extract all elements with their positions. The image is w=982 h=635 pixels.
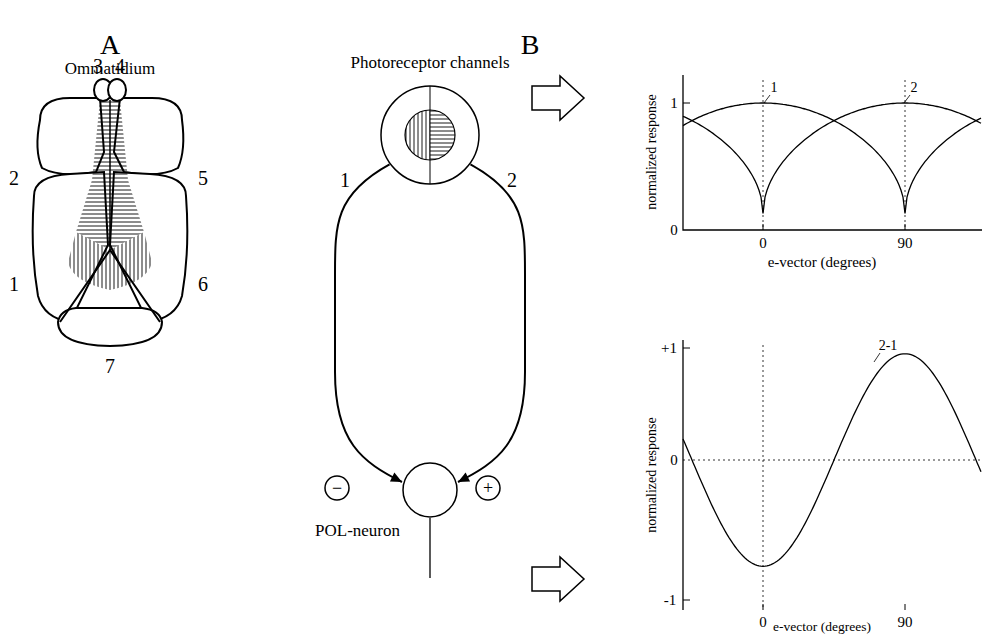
response-curve — [683, 103, 981, 214]
curve-label: 2-1 — [879, 339, 898, 353]
curve-label: 1 — [771, 81, 778, 95]
response-curve — [683, 103, 981, 214]
tick-label: 1 — [670, 96, 678, 111]
tick-label: -1 — [664, 593, 677, 608]
hollow-arrow — [532, 557, 584, 601]
axis-title: normalized response — [645, 417, 659, 532]
tick-label: 90 — [898, 615, 913, 630]
cell-number: 1 — [9, 274, 19, 294]
hollow-arrow — [532, 76, 584, 120]
channel-number: 1 — [340, 170, 350, 190]
sign-symbol: + — [483, 479, 493, 497]
tick-label: 0 — [670, 223, 678, 238]
sign-circle — [476, 476, 500, 500]
pol-neuron-circle: POL-neuron — [402, 462, 458, 518]
axis-title: e-vector (degrees) — [768, 255, 877, 270]
photoreceptor-circle: Photoreceptor channels — [380, 85, 480, 185]
chart-axes — [683, 75, 982, 230]
axis-title: normalized response — [645, 94, 659, 209]
sign-circle — [325, 476, 349, 500]
tick-label: +1 — [661, 341, 677, 356]
response-curve — [683, 354, 981, 567]
ommatidium-cells — [33, 79, 188, 346]
tick-label: 0 — [670, 453, 678, 468]
tick-label: 90 — [898, 236, 913, 251]
node-heading: POL-neuron — [315, 522, 400, 539]
channel-connector — [458, 164, 525, 482]
axis-title: e-vector (degrees) — [773, 620, 871, 634]
cell-number: 6 — [198, 274, 208, 294]
tick-label: 0 — [759, 615, 767, 630]
cell-number: 2 — [9, 168, 19, 188]
cell-number: 5 — [198, 168, 208, 188]
channel-connector — [335, 164, 402, 482]
cell-number: 7 — [105, 356, 115, 376]
neuron-circle — [402, 462, 458, 518]
chart-axes — [683, 340, 982, 610]
channel-circle — [380, 85, 480, 185]
panel-letter: A — [100, 31, 120, 59]
sign-symbol: − — [332, 479, 342, 497]
node-heading: Ommatidium — [65, 60, 156, 77]
node-heading: Photoreceptor channels — [350, 54, 509, 71]
channel-number: 2 — [507, 170, 517, 190]
tick-label: 0 — [759, 236, 767, 251]
curve-label: 2 — [911, 81, 918, 95]
panel-letter: B — [521, 31, 540, 59]
